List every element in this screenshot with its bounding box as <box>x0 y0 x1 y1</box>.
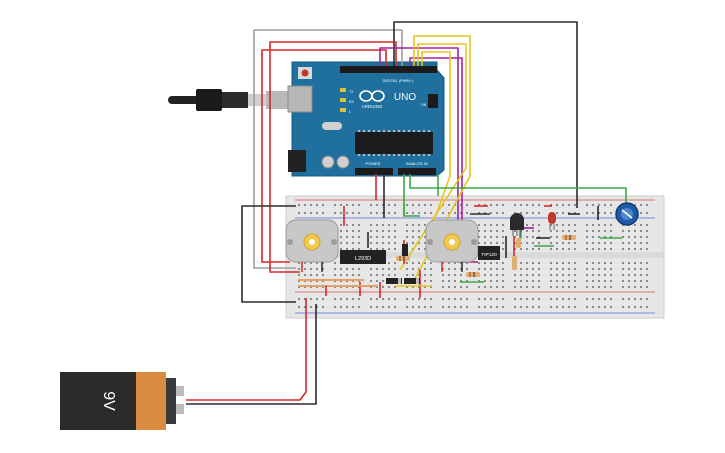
tip120-label: TIP120 <box>481 252 497 258</box>
power-header-label: POWER <box>365 161 380 166</box>
analog-header-label: ANALOG IN <box>406 161 428 166</box>
wires <box>186 21 627 405</box>
arduino-uno-board[interactable]: ARDUINO UNO DIGITAL (PWM~) POWER ANALOG … <box>168 61 445 177</box>
tip120-transistor[interactable]: TIP120 <box>478 246 500 260</box>
l293d-chip[interactable]: L293D <box>340 250 386 264</box>
potentiometer[interactable] <box>615 202 639 226</box>
arduino-brand-label: ARDUINO <box>362 104 383 109</box>
diode-3[interactable] <box>402 244 408 256</box>
dc-motor-left[interactable] <box>285 219 339 272</box>
9v-battery[interactable]: 9V <box>60 372 184 430</box>
diode-2[interactable] <box>404 278 420 284</box>
dc-motor-right[interactable] <box>425 219 479 272</box>
l293d-label: L293D <box>355 256 371 262</box>
red-led[interactable] <box>548 212 556 230</box>
arduino-logo <box>359 90 385 102</box>
resistor-5[interactable] <box>516 238 521 248</box>
arduino-model-label: UNO <box>394 92 416 103</box>
resistor-1[interactable] <box>562 235 576 240</box>
diode-1[interactable] <box>386 278 402 284</box>
l-led-label: L <box>349 110 351 114</box>
resistor-4[interactable] <box>512 256 517 270</box>
resistor-3[interactable] <box>466 272 480 277</box>
tx-label: TX <box>349 90 354 94</box>
atmega-chip-pins <box>358 130 430 156</box>
on-led-label: ON <box>421 103 427 107</box>
battery-label: 9V <box>100 391 117 411</box>
digital-header-label: DIGITAL (PWM~) <box>383 78 415 83</box>
resistor-2[interactable] <box>396 256 410 261</box>
rx-label: RX <box>349 100 355 104</box>
sensor-transistor[interactable] <box>510 213 524 236</box>
